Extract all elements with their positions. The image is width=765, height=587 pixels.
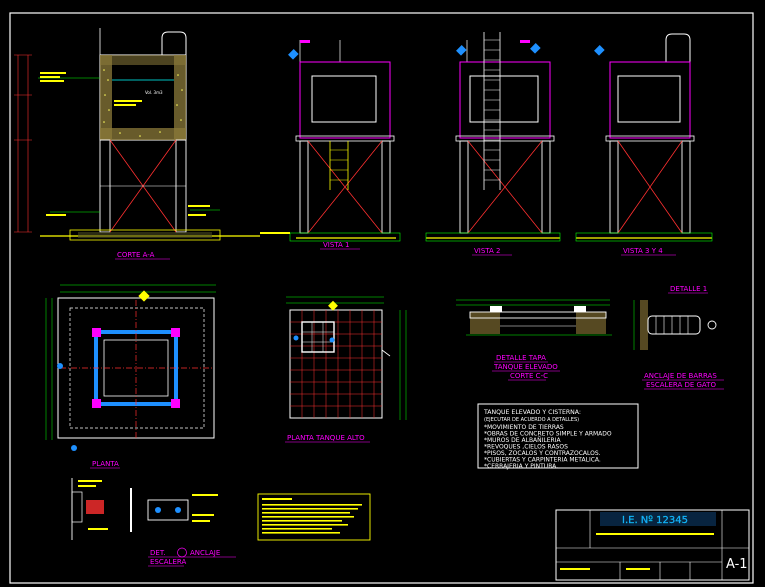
corte-aa-section: Vol. 3m3 CORTE A-A: [14, 28, 260, 260]
notes-item: *OBRAS DE CONCRETO SIMPLE Y ARMADO: [484, 431, 612, 438]
sheet-border: [9, 12, 754, 584]
detalle-tapa-detail: DETALLE TAPA TANQUE ELEVADO CORTE C-C: [456, 299, 612, 381]
detalle-tapa-title-line2: TANQUE ELEVADO: [493, 363, 558, 371]
vista2-elevation: VISTA 2: [425, 32, 561, 256]
vista34-title: VISTA 3 Y 4: [623, 247, 663, 255]
planta-tanque-title: PLANTA TANQUE ALTO: [287, 434, 365, 442]
vista1-elevation: VISTA 1: [260, 40, 401, 250]
corte-aa-title: CORTE A-A: [117, 251, 155, 259]
sheet-number: A-1: [726, 557, 748, 572]
notes-item: *MOVIMIENTO DE TIERRAS: [484, 424, 564, 431]
vista34-elevation: VISTA 3 Y 4: [575, 33, 713, 256]
volume-label: Vol. 3m3: [145, 90, 163, 95]
vista1-title: VISTA 1: [323, 241, 350, 249]
detalle1-title: DETALLE 1: [670, 285, 707, 293]
detalle1-detail: DETALLE 1 ANCLAJE DE BARRAS ESCALERA DE …: [633, 285, 724, 390]
det-anclaje-title-part3: ESCALERA: [150, 558, 186, 566]
planta-plan: PLANTA: [45, 284, 216, 469]
general-notes-box: [257, 493, 371, 541]
detalle-tapa-title-line1: DETALLE TAPA: [496, 354, 546, 362]
vista2-title: VISTA 2: [474, 247, 501, 255]
notes-item: *CUBIERTAS Y CARPINTERIA METALICA.: [484, 457, 601, 464]
planta-title: PLANTA: [92, 460, 119, 468]
anclaje-barras-title-line2: ESCALERA DE GATO: [646, 381, 716, 389]
notes-item: *REVOQUES ,CIELOS RASOS: [484, 444, 568, 451]
notes-item: *CERRAJERIA Y PINTURA.: [484, 463, 558, 470]
det-anclaje-title-part2: ANCLAJE: [190, 549, 220, 557]
notes-heading: TANQUE ELEVADO Y CISTERNA:: [483, 409, 581, 416]
notes-item: *PISOS, ZOCALOS Y CONTRAZOCALOS.: [484, 450, 601, 457]
specifications-notes-box: TANQUE ELEVADO Y CISTERNA: (EJECUTAR DE …: [477, 403, 639, 470]
planta-tanque-alto-plan: PLANTA TANQUE ALTO: [285, 296, 407, 443]
license-number: I.E. Nº 12345: [622, 515, 688, 526]
escalera-anchor-details: DET. ANCLAJE ESCALERA: [71, 478, 236, 567]
corte-cc-title: CORTE C-C: [510, 372, 548, 380]
det-anclaje-title-part1: DET.: [150, 549, 165, 557]
title-block: I.E. Nº 12345 A-1: [555, 509, 750, 581]
notes-item: *MUROS DE ALBAÑILERIA: [484, 437, 561, 444]
notes-subheading: (EJECUTAR DE ACUERDO A DETALLES): [484, 417, 579, 423]
anclaje-barras-title-line1: ANCLAJE DE BARRAS: [644, 372, 717, 380]
